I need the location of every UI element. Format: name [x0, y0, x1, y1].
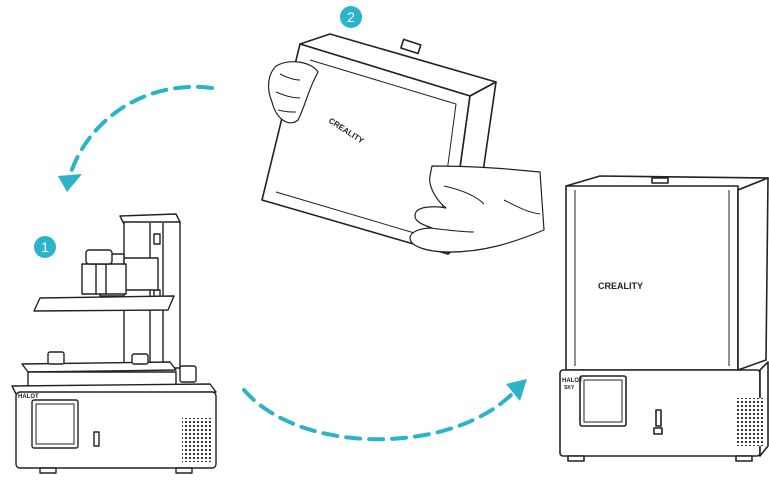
assembled-model-badge-sub: SKY — [564, 385, 575, 391]
printer-logo: CREALITY — [598, 281, 643, 291]
assembled-model-badge: HALOT — [562, 378, 583, 384]
step-1-badge: 1 — [34, 236, 56, 258]
uncovered-model-badge: HALOT — [18, 394, 39, 400]
step-2-badge: 2 — [340, 6, 362, 28]
arrow-to-step-1-icon — [58, 87, 212, 192]
arrow-to-assembled-icon — [244, 379, 527, 439]
printer-assembled — [560, 176, 768, 461]
cover-held — [262, 34, 544, 254]
